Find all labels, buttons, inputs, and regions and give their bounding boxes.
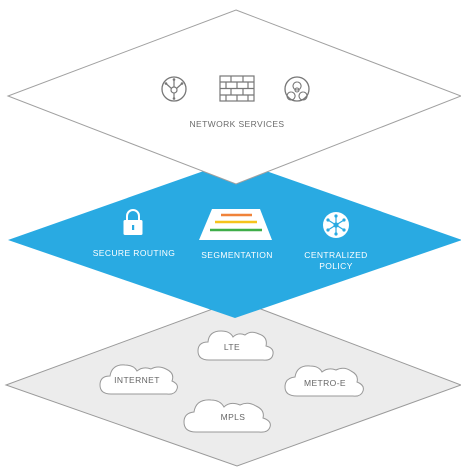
internet-label: INTERNET <box>114 375 160 385</box>
biohazard-icon <box>284 76 310 102</box>
segmentation-label: SEGMENTATION <box>201 250 273 260</box>
secure-routing-label: SECURE ROUTING <box>93 248 176 258</box>
lock-icon <box>123 209 143 235</box>
centralized-policy-label-line2: POLICY <box>319 261 353 271</box>
lte-label: LTE <box>224 342 240 352</box>
cloud-internet: INTERNET <box>99 364 178 395</box>
network-hub-icon <box>161 76 187 102</box>
mpls-label: MPLS <box>221 412 246 422</box>
cloud-lte: LTE <box>197 330 274 361</box>
centralized-policy-icon <box>323 212 349 238</box>
services-layer <box>6 9 461 185</box>
transport-layer <box>4 299 461 467</box>
firewall-icon <box>219 75 255 102</box>
network-services-label: NETWORK SERVICES <box>189 119 284 129</box>
cloud-mpls: MPLS <box>183 399 271 433</box>
centralized-policy-label-line1: CENTRALIZED <box>304 250 367 260</box>
segmentation-icon <box>199 209 272 240</box>
metro-e-label: METRO-E <box>304 378 346 388</box>
cloud-metro-e: METRO-E <box>284 365 364 397</box>
